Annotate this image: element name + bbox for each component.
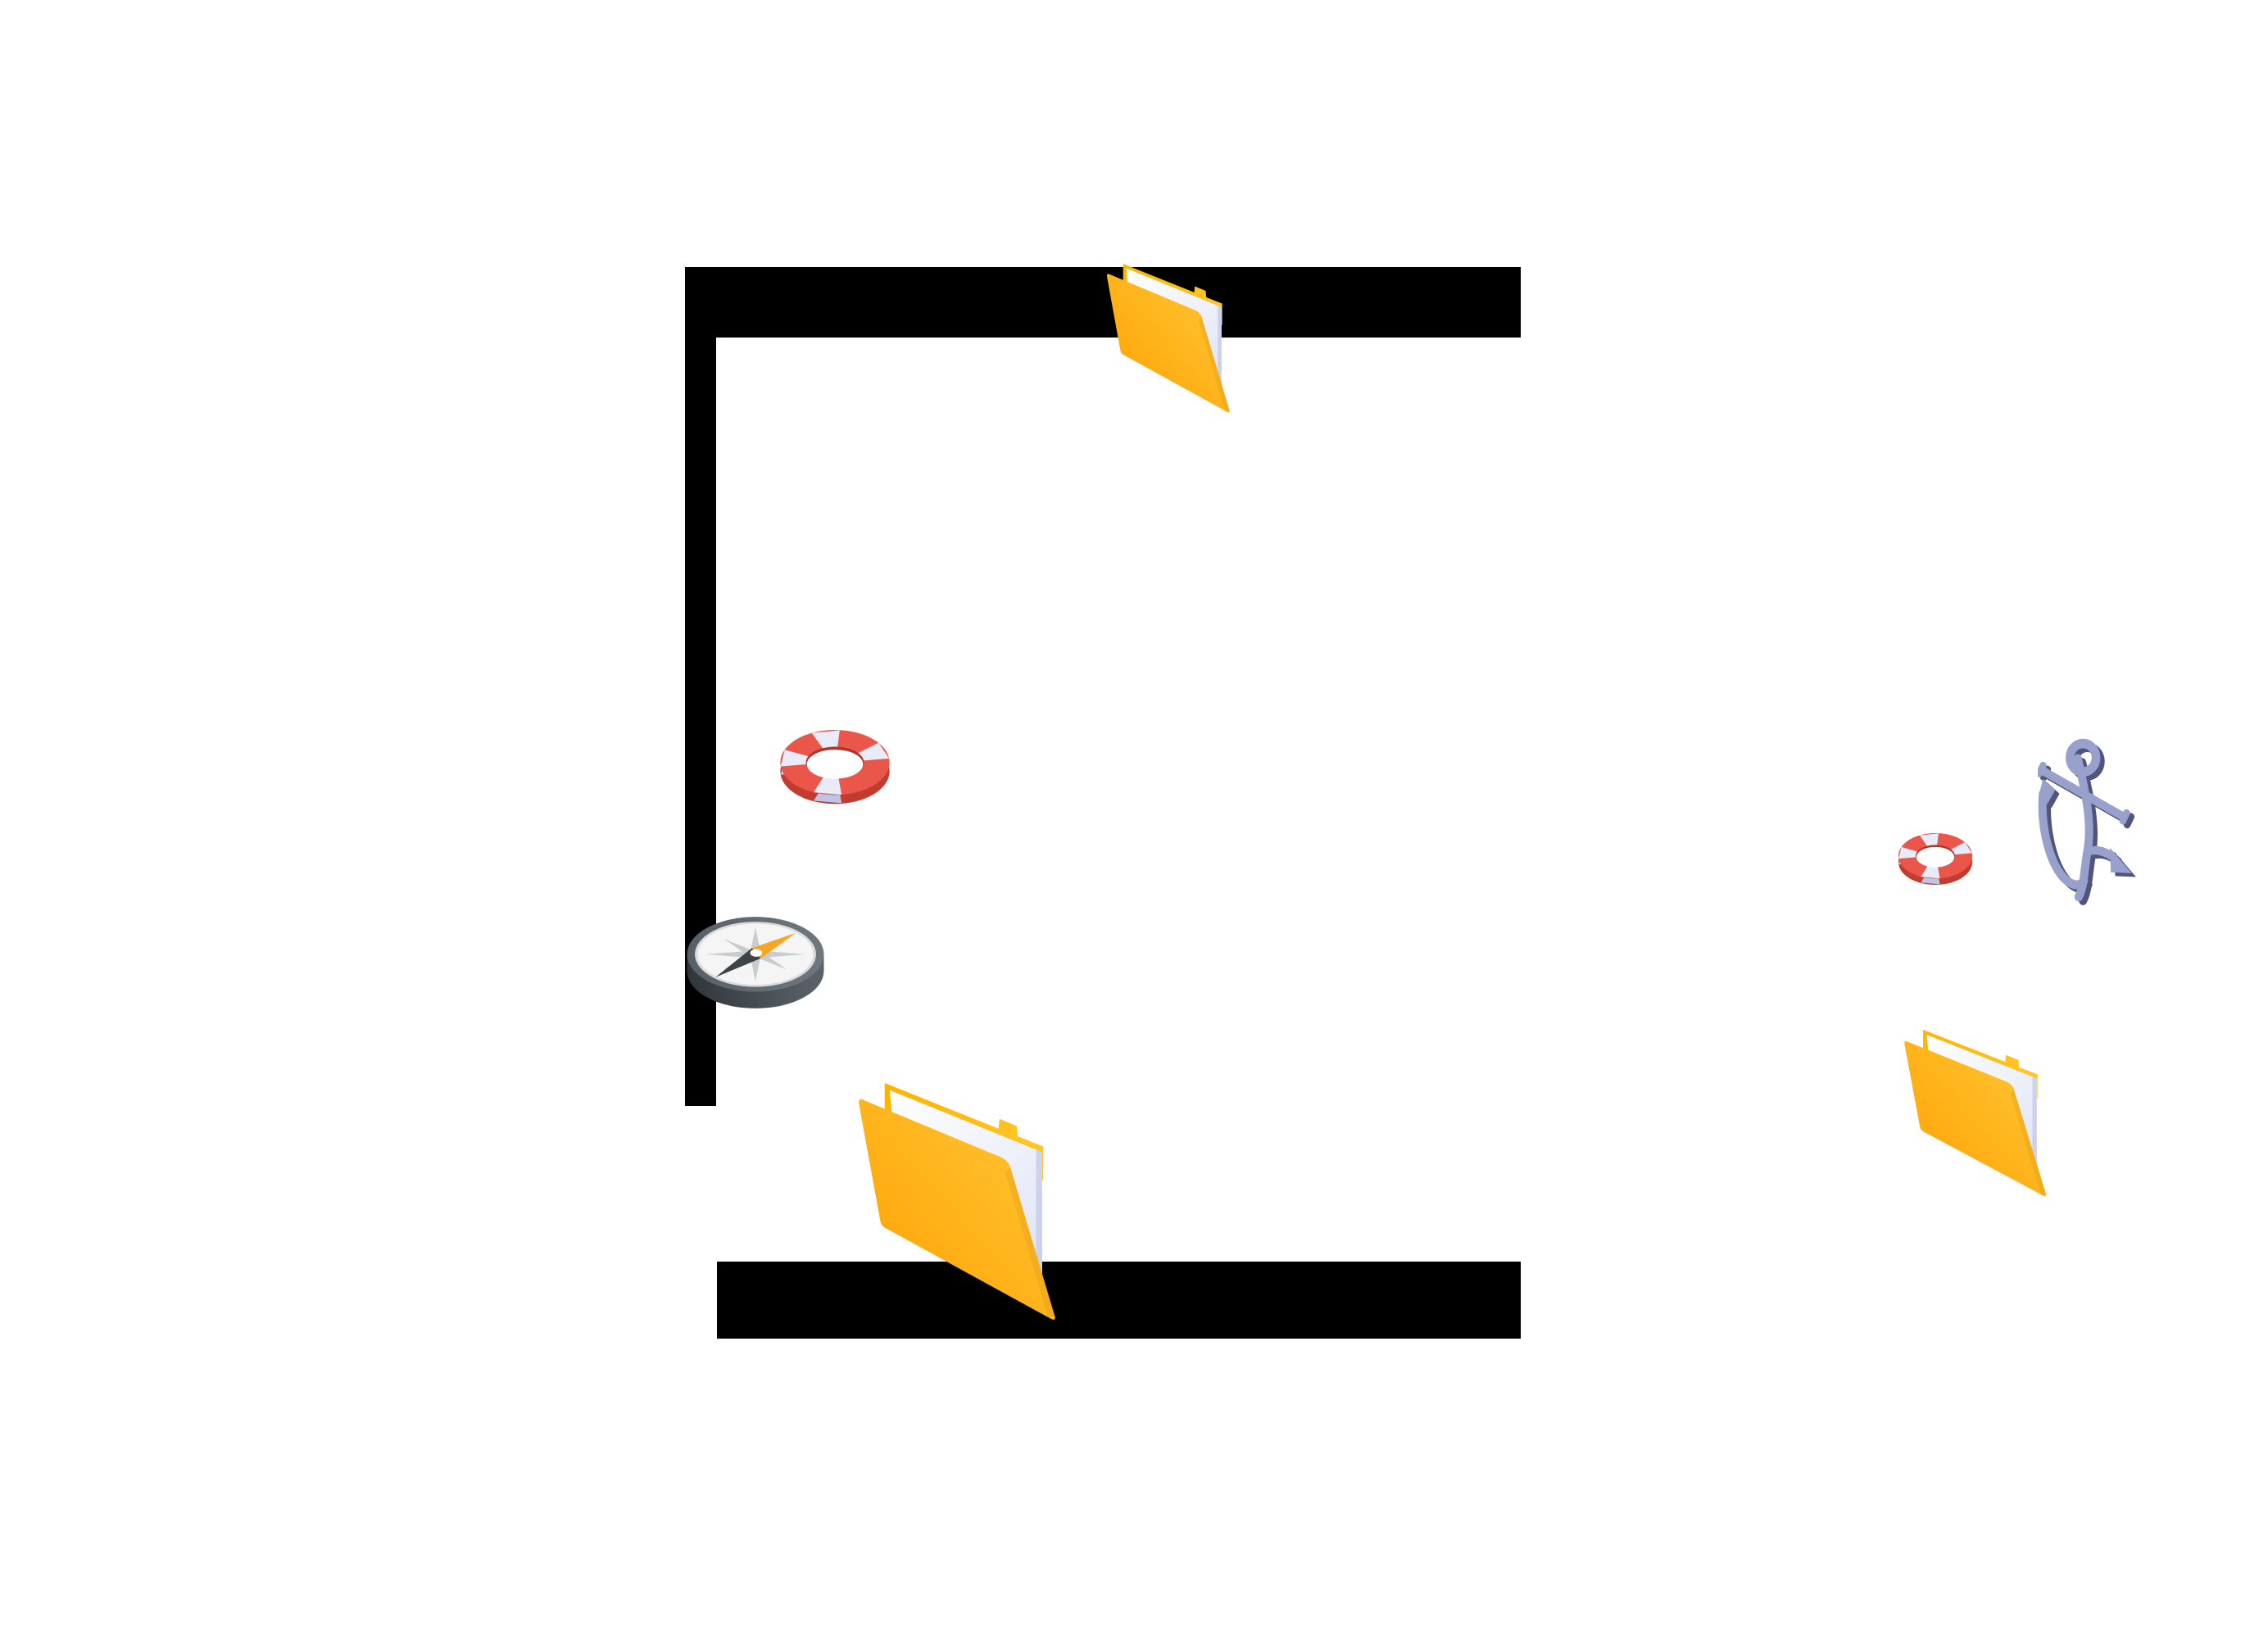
folder-large-icon	[859, 1083, 1055, 1320]
bar-bottom	[717, 1262, 1521, 1339]
folder-right-icon	[1904, 1030, 2047, 1197]
compass-icon	[687, 917, 824, 1008]
bar-top	[685, 267, 1521, 338]
anchor-icon	[2038, 734, 2137, 910]
folder-top-icon	[1106, 264, 1230, 413]
lifebuoy-small-icon	[1898, 833, 1973, 886]
lifebuoy-large-icon	[780, 730, 890, 804]
